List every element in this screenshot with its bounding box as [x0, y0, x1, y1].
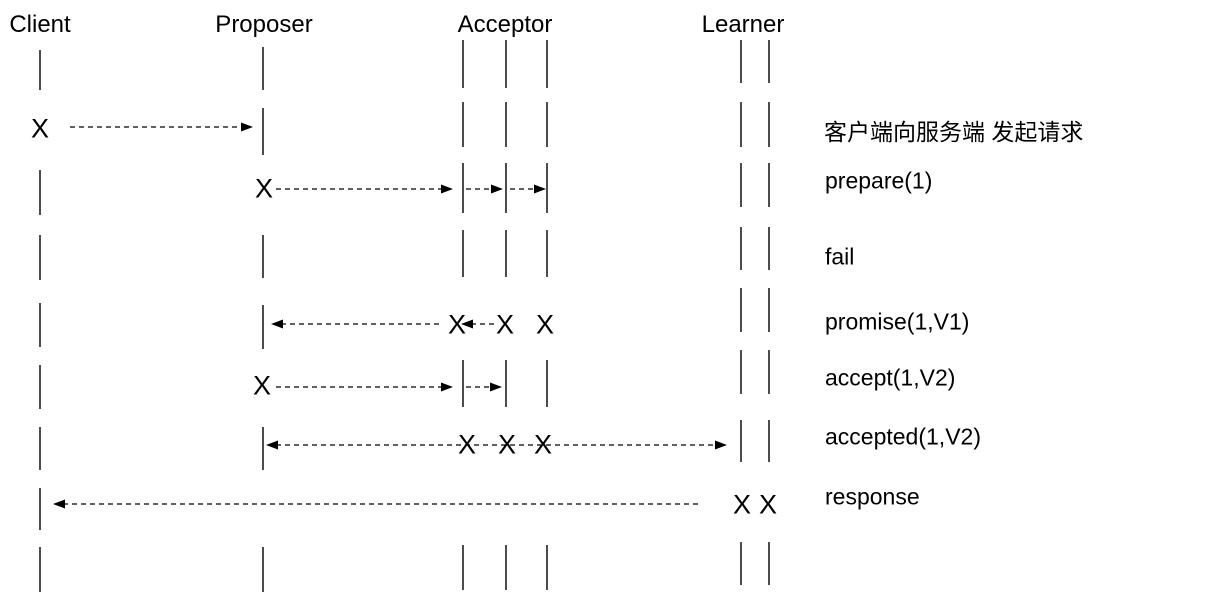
- row-label-prepare: prepare(1): [825, 167, 933, 194]
- arrowhead-right-accept-2: [490, 382, 502, 392]
- event-marker-client-request-sent: X: [31, 114, 49, 144]
- arrowhead-left-response: [53, 499, 65, 509]
- arrowhead-right-accepted: [715, 440, 727, 450]
- row-label-accept: accept(1,V2): [825, 364, 956, 391]
- actor-label-proposer: Proposer: [215, 11, 313, 38]
- arrowhead-left-promise: [271, 319, 283, 329]
- arrowhead-right-request: [241, 122, 253, 132]
- event-marker-learner2-response: X: [759, 490, 777, 520]
- actor-label-client: Client: [9, 11, 71, 38]
- event-marker-learner1-response: X: [733, 490, 751, 520]
- row-label-response: response: [825, 483, 920, 510]
- arrowhead-right-prepare-3: [534, 184, 546, 194]
- event-marker-acceptor3-promise: X: [536, 310, 554, 340]
- event-marker-acceptor3-accepted: X: [534, 430, 552, 460]
- arrowhead-right-accept-1: [441, 382, 453, 392]
- arrowhead-left-promise-relay: [461, 319, 473, 329]
- row-label-accepted: accepted(1,V2): [825, 423, 981, 450]
- event-marker-acceptor1-promise: X: [448, 310, 466, 340]
- event-marker-proposer-accept: X: [253, 371, 271, 401]
- row-label-client-request: 客户端向服务端 发起请求: [824, 119, 1084, 145]
- event-marker-acceptor1-accepted: X: [458, 430, 476, 460]
- event-marker-acceptor2-promise: X: [496, 310, 514, 340]
- arrowhead-right-prepare-1: [441, 184, 453, 194]
- arrowhead-right-prepare-2: [491, 184, 503, 194]
- event-marker-proposer-prepare: X: [255, 174, 273, 204]
- row-label-fail: fail: [825, 243, 855, 270]
- arrowhead-left-accepted: [266, 440, 278, 450]
- event-marker-acceptor2-accepted: X: [498, 430, 516, 460]
- row-label-promise: promise(1,V1): [825, 308, 970, 335]
- actor-label-acceptor: Acceptor: [457, 11, 553, 38]
- actor-label-learner: Learner: [701, 11, 785, 38]
